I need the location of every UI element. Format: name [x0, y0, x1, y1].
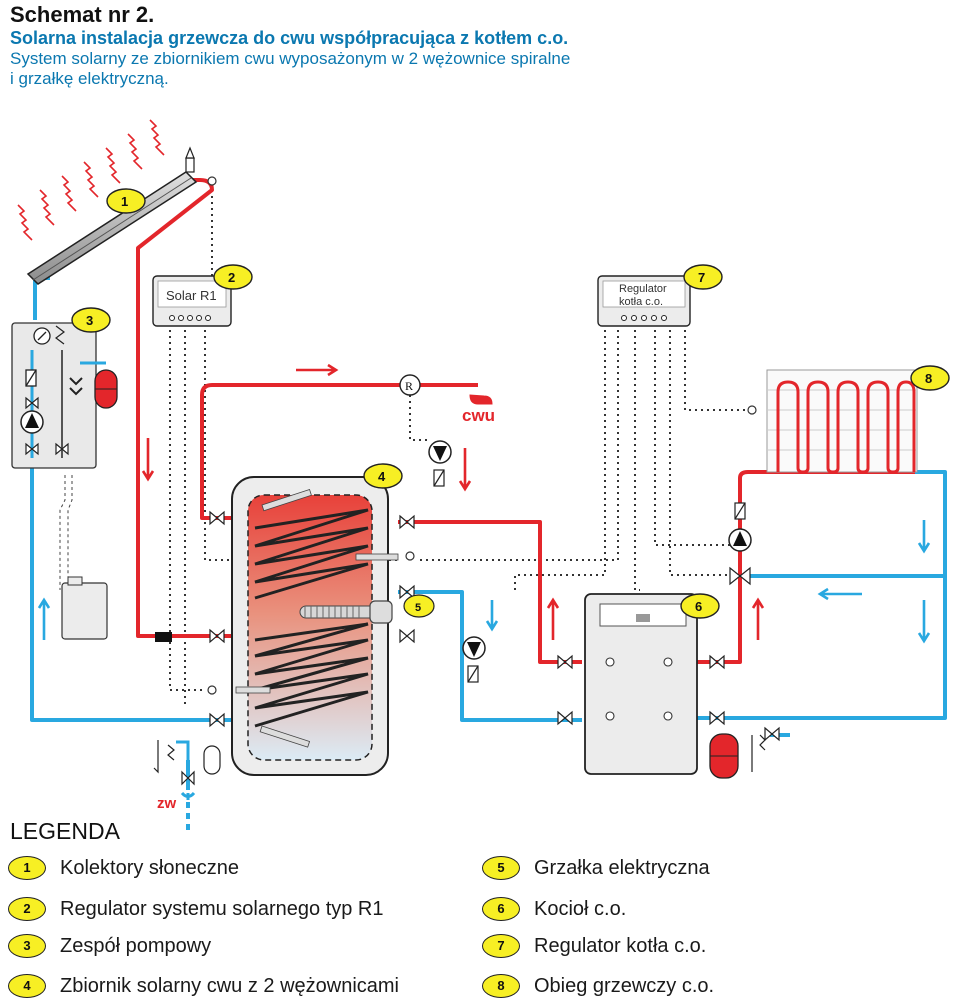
legend-badge: 3 — [8, 934, 46, 958]
header: Schemat nr 2. Solarna instalacja grzewcz… — [10, 2, 570, 89]
cold-pipes — [30, 276, 947, 835]
circulation-pump-icon — [428, 440, 452, 487]
regulator-r-icon — [399, 374, 421, 396]
solar-tank — [231, 476, 399, 776]
marker-2: 2 — [213, 264, 253, 290]
boiler — [584, 593, 698, 775]
marker-3: 3 — [71, 307, 111, 333]
legend-text: Kolektory słoneczne — [60, 856, 239, 879]
legend-text: Zespół pompowy — [60, 934, 212, 957]
heating-circuit — [766, 369, 918, 474]
legend-title: LEGENDA — [10, 818, 120, 844]
legend-text: Regulator kotła c.o. — [534, 934, 707, 957]
legend-text: Zbiornik solarny cwu z 2 wężownicami — [60, 974, 400, 997]
svg-text:5: 5 — [415, 602, 421, 614]
boiler-controller — [597, 275, 691, 327]
legend-badge: 8 — [482, 974, 520, 998]
upper-coil — [254, 508, 369, 600]
legend-badge: 7 — [482, 934, 520, 958]
legend-item-5: 5 Grzałka elektryczna — [482, 856, 710, 880]
legend-item-6: 6 Kocioł c.o. — [482, 897, 626, 921]
svg-text:8: 8 — [925, 371, 932, 386]
diagram-markers: 1 2 3 4 5 6 7 8 — [71, 188, 950, 619]
temperature-sensor-icon — [207, 176, 217, 186]
legend-item-1: 1 Kolektory słoneczne — [8, 856, 239, 880]
solar-collector — [26, 171, 198, 285]
svg-text:4: 4 — [378, 469, 386, 484]
hot-water-label: cwu — [462, 406, 495, 425]
marker-5: 5 — [403, 594, 435, 618]
legend-item-8: 8 Obieg grzewczy c.o. — [482, 974, 714, 998]
heating-pump-icon — [728, 502, 752, 586]
marker-7: 7 — [683, 264, 723, 290]
marker-8: 8 — [910, 365, 950, 391]
legend-badge: 5 — [482, 856, 520, 880]
check-valve-icon — [69, 377, 83, 386]
flow-arrows — [37, 363, 931, 644]
marker-6: 6 — [680, 593, 720, 619]
svg-text:3: 3 — [86, 313, 93, 328]
legend-badge: 1 — [8, 856, 46, 880]
page-title: Schemat nr 2. — [10, 2, 155, 27]
boiler-controller-label-line2: kotła c.o. — [619, 296, 663, 308]
legend-badge: 6 — [482, 897, 520, 921]
regulator-r-label: R — [405, 379, 413, 393]
cold-water-label: zw — [157, 795, 177, 812]
svg-text:1: 1 — [121, 194, 128, 209]
pump-group — [11, 322, 97, 469]
marker-4: 4 — [363, 463, 403, 489]
electric-heater-icon — [299, 605, 379, 619]
svg-text:2: 2 — [228, 270, 235, 285]
marker-1: 1 — [106, 188, 146, 214]
legend-item-4: 4 Zbiornik solarny cwu z 2 wężownicami — [8, 974, 399, 998]
cold-water-inlet — [153, 740, 221, 800]
sun-rays-icon — [17, 119, 165, 241]
lower-coil — [254, 622, 369, 728]
legend-badge: 2 — [8, 897, 46, 921]
safety-valve-icon — [55, 325, 65, 345]
svg-text:7: 7 — [698, 270, 705, 285]
legend-item-2: 2 Regulator systemu solarnego typ R1 — [8, 897, 384, 921]
solar-controller — [152, 275, 232, 327]
page-subtitle: Solarna instalacja grzewcza do cwu współ… — [10, 27, 569, 48]
legend-item-7: 7 Regulator kotła c.o. — [482, 934, 706, 958]
legend-text: Grzałka elektryczna — [534, 856, 710, 879]
hot-water-tap-icon — [469, 394, 493, 405]
legend-text: Obieg grzewczy c.o. — [534, 974, 715, 997]
boiler-controller-label-line1: Regulator — [619, 283, 667, 295]
description-line-2: i grzałkę elektryczną. — [10, 69, 169, 89]
legend-text: Kocioł c.o. — [534, 897, 627, 920]
solar-controller-label: Solar R1 — [166, 288, 217, 303]
valves — [181, 510, 780, 786]
legend-badge: 4 — [8, 974, 46, 998]
expansion-vessel-heating — [709, 733, 766, 779]
expansion-vessel-solar — [80, 361, 118, 409]
svg-text:6: 6 — [695, 599, 702, 614]
return-pump-icon — [462, 636, 486, 683]
air-vent-icon — [185, 146, 195, 173]
legend-text: Regulator systemu solarnego typ R1 — [60, 897, 384, 920]
drain-canister-icon — [59, 475, 108, 640]
description-line-1: System solarny ze zbiornikiem cwu wyposa… — [10, 49, 571, 69]
legend-item-3: 3 Zespół pompowy — [8, 934, 211, 958]
